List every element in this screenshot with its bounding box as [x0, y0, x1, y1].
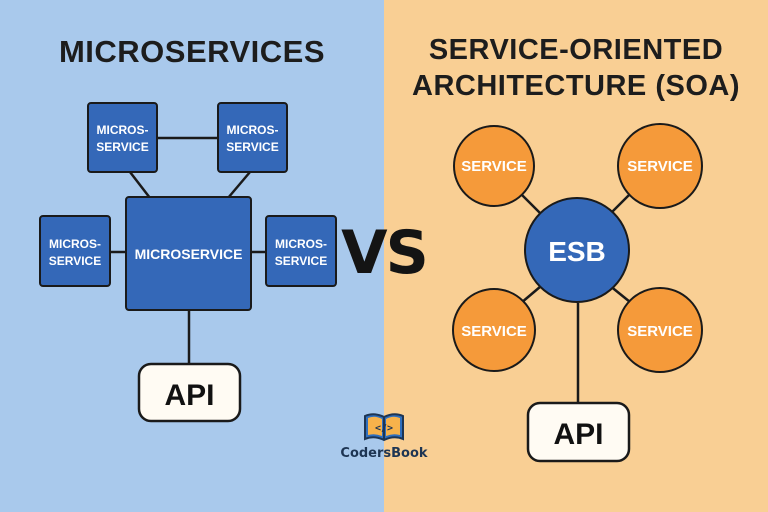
service-node-top-right: SERVICE [617, 123, 703, 209]
service-node-top-left: SERVICE [453, 125, 535, 207]
soa-title: SERVICE-ORIENTED ARCHITECTURE (SOA) [384, 32, 768, 104]
brand-logo: </> CodersBook [322, 410, 446, 461]
service-label: SERVICE [627, 158, 693, 175]
api-label: API [164, 379, 214, 412]
soa-title-line-1: SERVICE-ORIENTED [428, 34, 724, 66]
api-label: API [553, 418, 603, 451]
node-label: SERVICE [96, 140, 148, 154]
service-label: SERVICE [461, 323, 527, 340]
microservice-node-top-left: MICROS- SERVICE [87, 102, 158, 173]
esb-label: ESB [548, 236, 606, 267]
service-label: SERVICE [627, 323, 693, 340]
node-label: MICROS- [275, 237, 327, 251]
svg-text:</>: </> [375, 423, 393, 434]
node-label: MICROS- [97, 123, 149, 137]
microservices-api-box: API [137, 362, 242, 423]
service-label: SERVICE [461, 158, 527, 175]
soa-api-box: API [526, 401, 631, 463]
connector-top-left [129, 171, 151, 199]
node-label: SERVICE [275, 254, 327, 268]
service-node-bottom-right: SERVICE [617, 287, 703, 373]
node-label: SERVICE [226, 140, 278, 154]
service-node-bottom-left: SERVICE [452, 288, 536, 372]
center-node-label: MICROSERVICE [135, 246, 243, 262]
node-label: SERVICE [49, 254, 101, 268]
soa-title-line-2: ARCHITECTURE (SOA) [412, 70, 740, 102]
vs-label: VS [341, 218, 429, 288]
microservice-node-top-right: MICROS- SERVICE [217, 102, 288, 173]
esb-hub: ESB [524, 197, 630, 303]
microservices-connectors [110, 136, 266, 364]
node-label: MICROS- [227, 123, 279, 137]
microservice-center-node: MICROSERVICE [125, 196, 252, 311]
microservice-node-right: MICROS- SERVICE [265, 215, 337, 287]
brand-name: CodersBook [340, 446, 428, 461]
connector-top-right [227, 171, 251, 199]
microservices-title: MICROSERVICES [58, 34, 326, 69]
code-book-icon: </> [364, 413, 404, 442]
node-label: MICROS- [49, 237, 101, 251]
microservice-node-left: MICROS- SERVICE [39, 215, 111, 287]
